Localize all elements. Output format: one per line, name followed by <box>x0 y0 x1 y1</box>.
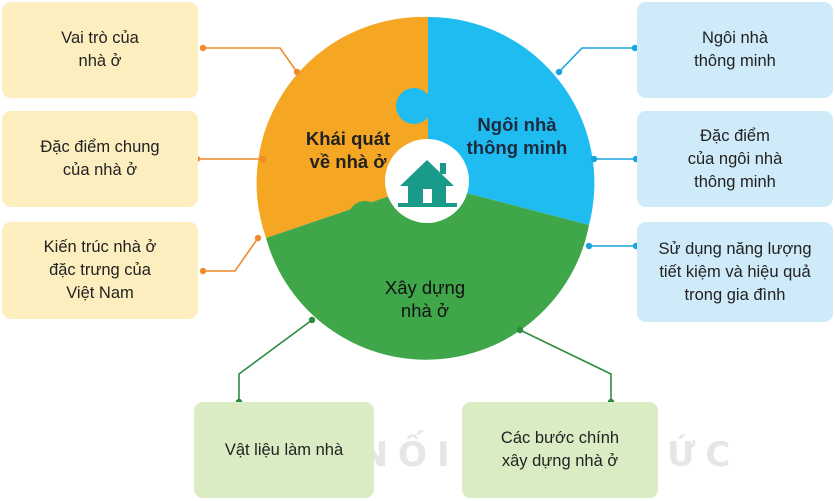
box-building-materials: Vật liệu làm nhà <box>194 402 374 498</box>
house-icon <box>398 160 457 207</box>
box-smart-home-features: Đặc điểm của ngôi nhà thông minh <box>637 111 833 207</box>
box-common-features: Đặc điểm chung của nhà ở <box>2 111 198 207</box>
box-vietnam-architecture: Kiến trúc nhà ở đặc trưng của Việt Nam <box>2 222 198 319</box>
box-energy-saving: Sử dụng năng lượng tiết kiệm và hiệu quả… <box>637 222 833 322</box>
segment-overview-label: Khái quát về nhà ở <box>305 128 391 172</box>
segment-construction-label: Xây dựng nhà ở <box>384 277 466 321</box>
box-smart-home: Ngôi nhà thông minh <box>637 2 833 98</box>
segment-smart-home <box>428 16 595 226</box>
box-role-of-housing: Vai trò của nhà ở <box>2 2 198 98</box>
segment-smart-home-label: Ngôi nhà thông minh <box>466 114 568 158</box>
box-construction-steps: Các bước chính xây dựng nhà ở <box>462 402 658 498</box>
